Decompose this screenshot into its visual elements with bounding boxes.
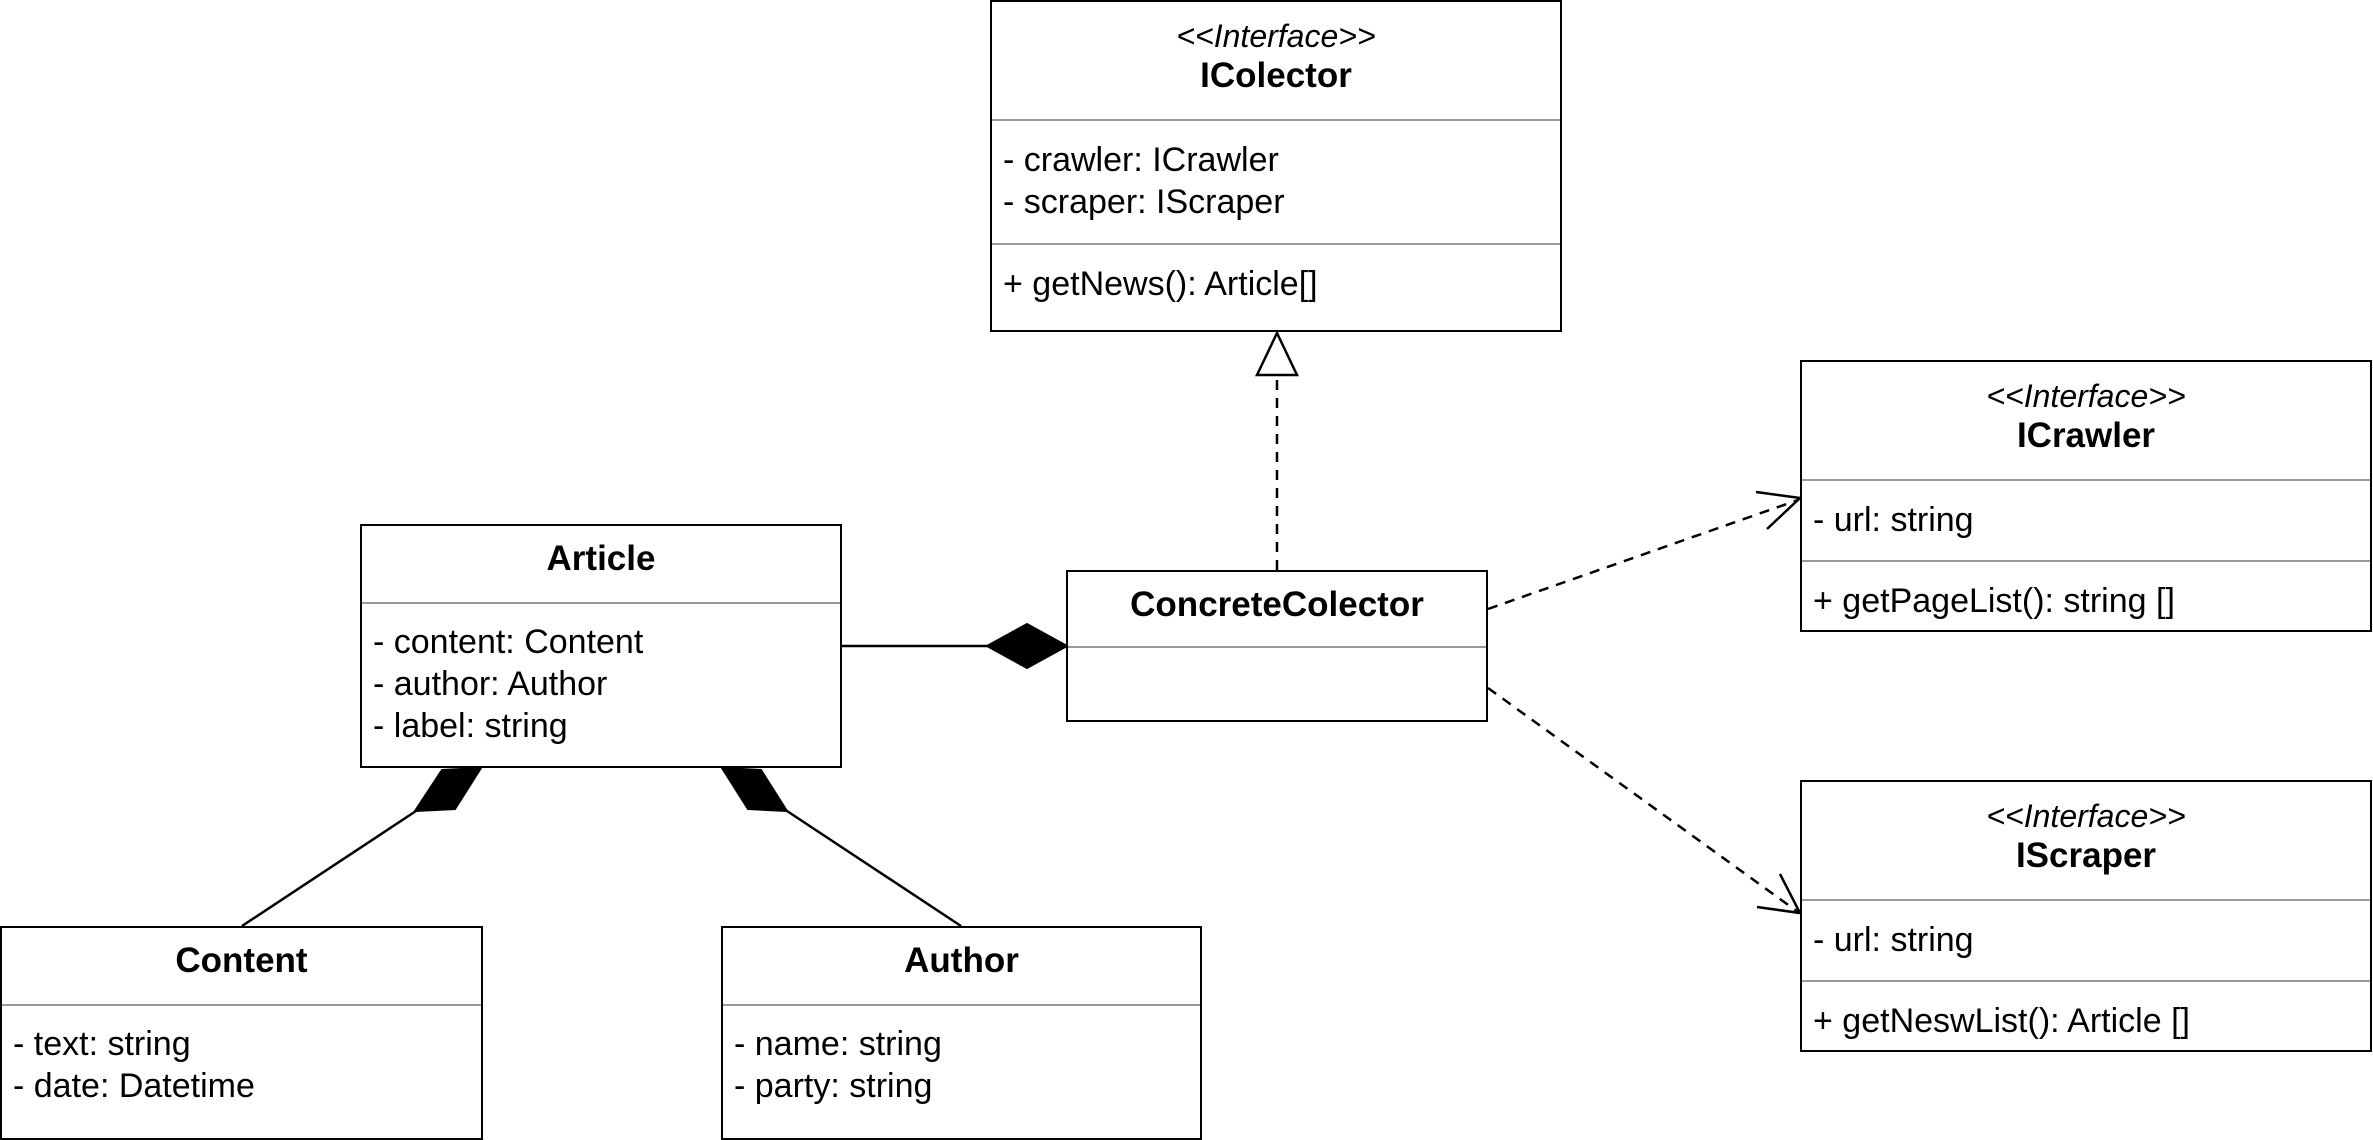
compartment-divider [992, 119, 1560, 121]
dependency-line-iscraper [1487, 686, 1799, 914]
dependency-arrowhead-iscraper [1756, 873, 1803, 915]
attribute: - url: string [1813, 501, 1974, 539]
class-header: Article [362, 526, 840, 602]
class-name: Article [546, 539, 656, 578]
class-iscraper[interactable]: <<Interface>> IScraper - url: string + g… [1800, 780, 2372, 1052]
stereotype-label: <<Interface>> [1986, 378, 2186, 414]
composition-line-author [786, 809, 962, 928]
attribute: - content: Content [373, 623, 644, 661]
class-header: Author [723, 928, 1200, 1004]
attribute-compartment: - crawler: ICrawler - scraper: IScraper [992, 121, 1560, 243]
stereotype-label: <<Interface>> [1176, 18, 1376, 54]
class-name: IColector [1200, 56, 1352, 95]
dependency-arrowhead-icrawler [1755, 490, 1803, 530]
class-author[interactable]: Author - name: string - party: string [721, 926, 1202, 1140]
compartment-divider [1802, 560, 2370, 562]
composition-diamond-article-content [413, 766, 483, 813]
attribute-compartment: - url: string [1802, 481, 2370, 560]
composition-line-content [241, 809, 417, 928]
class-icolector[interactable]: <<Interface>> IColector - crawler: ICraw… [990, 0, 1562, 332]
class-content[interactable]: Content - text: string - date: Datetime [0, 926, 483, 1140]
compartment-divider [1802, 479, 2370, 481]
attribute: - scraper: IScraper [1003, 183, 1285, 221]
compartment-divider [2, 1004, 481, 1006]
attribute: - label: string [373, 707, 568, 745]
class-name: Author [904, 941, 1019, 980]
compartment-divider [1802, 899, 2370, 901]
attribute-compartment: - name: string - party: string [723, 1006, 1200, 1107]
realization-arrowhead [1255, 330, 1299, 377]
method: + getPageList(): string [] [1813, 582, 2175, 620]
attribute-compartment: - url: string [1802, 901, 2370, 980]
stereotype-label: <<Interface>> [1986, 798, 2186, 834]
composition-diamond-concretecolector [984, 622, 1070, 670]
attribute: - name: string [734, 1025, 942, 1063]
class-name: IScraper [2015, 836, 2157, 875]
compartment-divider [992, 243, 1560, 245]
composition-diamond-article-author [720, 766, 789, 813]
attribute: - crawler: ICrawler [1003, 141, 1279, 179]
class-header: <<Interface>> IScraper [1802, 782, 2370, 899]
class-article[interactable]: Article - content: Content - author: Aut… [360, 524, 842, 768]
class-icrawler[interactable]: <<Interface>> ICrawler - url: string + g… [1800, 360, 2372, 632]
attribute-compartment: - content: Content - author: Author - la… [362, 604, 840, 747]
class-header: <<Interface>> ICrawler [1802, 362, 2370, 479]
compartment-divider [1068, 646, 1486, 648]
method-compartment: + getPageList(): string [] [1802, 562, 2370, 622]
class-header: <<Interface>> IColector [992, 2, 1560, 119]
attribute: - url: string [1813, 921, 1974, 959]
method-compartment: + getNews(): Article[] [992, 245, 1560, 305]
attribute: - author: Author [373, 665, 608, 703]
class-header: Content [2, 928, 481, 1004]
method: + getNews(): Article[] [1003, 265, 1318, 303]
attribute: - text: string [13, 1025, 191, 1063]
method-compartment: + getNeswList(): Article [] [1802, 982, 2370, 1042]
attribute-compartment: - text: string - date: Datetime [2, 1006, 481, 1107]
class-name: ConcreteColector [1130, 585, 1424, 624]
attribute: - party: string [734, 1067, 933, 1105]
class-header: ConcreteColector [1068, 572, 1486, 646]
compartment-divider [362, 602, 840, 604]
class-name: ICrawler [2016, 416, 2156, 455]
class-name: Content [175, 941, 308, 980]
class-concretecolector[interactable]: ConcreteColector [1066, 570, 1488, 722]
compartment-divider [723, 1004, 1200, 1006]
dependency-line-icrawler [1487, 498, 1799, 611]
method: + getNeswList(): Article [] [1813, 1002, 2190, 1040]
attribute: - date: Datetime [13, 1067, 255, 1105]
compartment-divider [1802, 980, 2370, 982]
